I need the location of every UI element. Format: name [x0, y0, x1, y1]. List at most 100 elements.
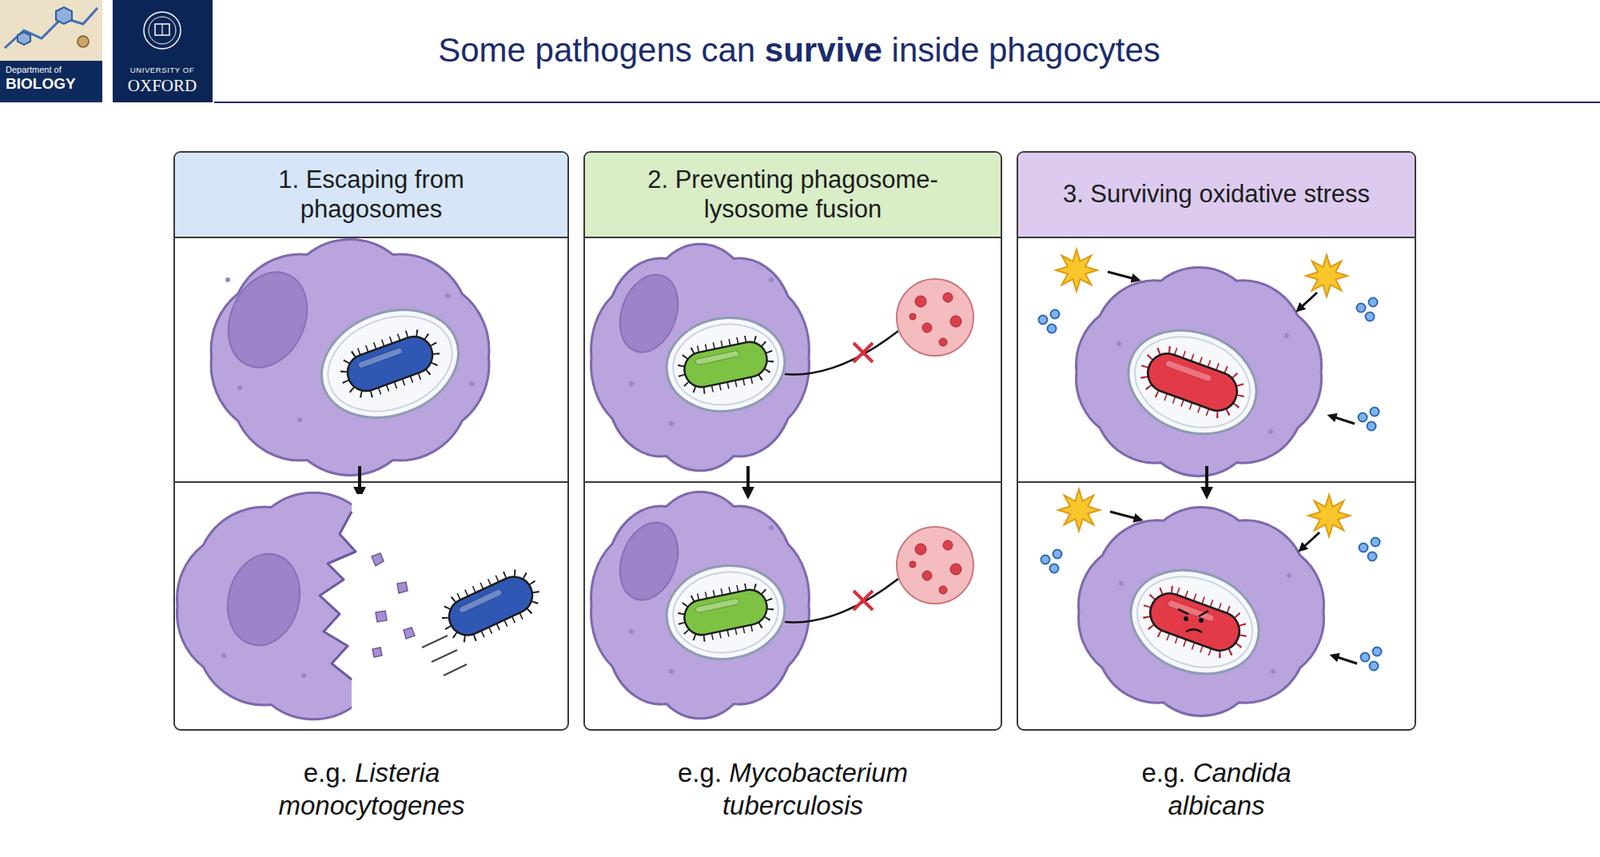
panel-box: 3. Surviving oxidative stress [1016, 151, 1417, 731]
title-word: inside [891, 31, 989, 69]
ruptured-cell-part [319, 511, 356, 680]
oxford-logo-part [143, 11, 181, 49]
oxidative-scene-part [1329, 415, 1355, 424]
oxidative-scene-part [1268, 429, 1274, 434]
oxford-logo-part [112, 0, 213, 103]
oxford-logo-part [148, 16, 176, 44]
phagocyte-scene-part [680, 338, 770, 391]
panel-divider-part [583, 481, 1003, 483]
phagocyte-scene-part [668, 421, 674, 426]
motion-lines [421, 635, 467, 676]
angry-face-part [1198, 617, 1204, 623]
phagocyte-cell-part [210, 239, 490, 476]
motion-lines-part [431, 649, 458, 662]
phagocyte-scene-part [668, 317, 785, 411]
phagocyte-scene-part [939, 338, 948, 347]
phagocyte-scene-part [915, 295, 927, 307]
motion-lines-part [421, 635, 448, 648]
phagocyte-scene-part [853, 342, 873, 363]
phagocyte-scene-part [909, 313, 916, 320]
biology-logo [0, 0, 103, 103]
oxidative-scene-part [1284, 333, 1290, 339]
biology-logo-part [77, 35, 89, 48]
oxidative-scene-part [1076, 267, 1322, 477]
caption-prefix: e.g. [677, 757, 729, 788]
phagosome-part [306, 291, 474, 436]
angry-face-part [1183, 616, 1189, 621]
phagocyte-scene-part [922, 322, 932, 333]
cell-debris [371, 553, 415, 657]
phagocyte-cell-part [469, 381, 474, 387]
phagocyte-scene-part [768, 277, 774, 283]
title-word: phagocytes [988, 31, 1161, 69]
ruptured-cell-part [217, 545, 310, 654]
panel-divider-part [173, 481, 570, 483]
phagocyte-scene-part [784, 330, 899, 375]
phagocyte-scene-part [950, 315, 962, 327]
motion-lines-part [443, 664, 467, 676]
phagocyte-scene-part [853, 342, 873, 363]
oxidative-scene-part [1297, 292, 1318, 311]
down-arrow [748, 465, 749, 496]
oxidative-scene-part [1122, 321, 1263, 443]
oxford-logo-part [155, 23, 170, 36]
panel-divider-part [1016, 481, 1417, 483]
panel-heading: 3. Surviving oxidative stress [1062, 179, 1370, 210]
down-arrow-part [1205, 465, 1209, 496]
oxidative-scene-part [1305, 254, 1348, 297]
down-arrow-part [358, 465, 362, 496]
phagocyte-scene-part [896, 278, 974, 356]
example-caption: e.g. Mycobacterium tuberculosis [648, 756, 937, 823]
panel-box: 1. Escaping from phagosomes [173, 151, 570, 731]
oxford-logo-part [161, 23, 163, 36]
species-name: Mycobacterium tuberculosis [722, 757, 908, 820]
biology-logo-part [0, 0, 103, 61]
angry-face [1178, 608, 1209, 633]
panel-heading: 1. Escaping from phagosomes [239, 165, 504, 224]
title-word: pathogens [535, 31, 702, 69]
oxidative-scene-part [1116, 341, 1122, 347]
phagocyte-scene [591, 491, 974, 719]
phagocyte-cell [210, 239, 490, 476]
angry-face-part [1198, 610, 1209, 617]
panel-box: 2. Preventing phagosome-lysosome fusion [583, 151, 1003, 731]
down-arrow-part [746, 465, 750, 496]
cell-debris-part [371, 553, 384, 566]
biology-logo-part [0, 0, 103, 103]
phagocyte-cell-part [225, 277, 231, 283]
angry-face-part [1186, 628, 1202, 633]
phagocyte-scene-part [591, 243, 810, 471]
oxidative-scene-part [1358, 407, 1380, 431]
logo-text: OXFORD [114, 75, 211, 96]
bacterium [342, 331, 438, 397]
panel-header-band: 2. Preventing phagosome-lysosome fusion [585, 152, 1001, 239]
phagocyte-scene-part [628, 381, 634, 387]
oxidative-scene-part [1038, 310, 1060, 334]
example-caption: e.g. Listeria monocytogenes [227, 756, 516, 823]
panel-header-band: 1. Escaping from phagosomes [175, 152, 568, 239]
oxidative-scene-part [1055, 249, 1098, 291]
cell-debris-part [375, 610, 387, 622]
emphasis-word: survive [764, 31, 892, 69]
slide-title: Some pathogens can survive inside phagoc… [239, 30, 1359, 71]
oxford-logo [112, 0, 213, 103]
logo-text: Department of [5, 64, 100, 76]
phagocyte-cell-part [297, 417, 303, 422]
biology-logo-part [55, 7, 72, 24]
oxidative-scene-part [1114, 313, 1272, 452]
oxidative-scene [1041, 489, 1382, 716]
cell-debris-part [397, 581, 408, 594]
bacterium [442, 570, 538, 641]
biology-logo-part [4, 7, 98, 48]
panel-heading: 2. Preventing phagosome-lysosome fusion [624, 165, 961, 224]
down-arrow [359, 465, 361, 496]
phagocyte-scene [591, 243, 974, 471]
ruptured-cell-part [221, 652, 227, 658]
title-word: can [700, 31, 765, 69]
phagosome-part [314, 299, 466, 428]
oxidative-scene-part [1142, 348, 1242, 417]
header-rule [214, 101, 1600, 104]
caption-prefix: e.g. [1141, 757, 1193, 788]
logo-text: UNIVERSITY OF [114, 66, 211, 76]
